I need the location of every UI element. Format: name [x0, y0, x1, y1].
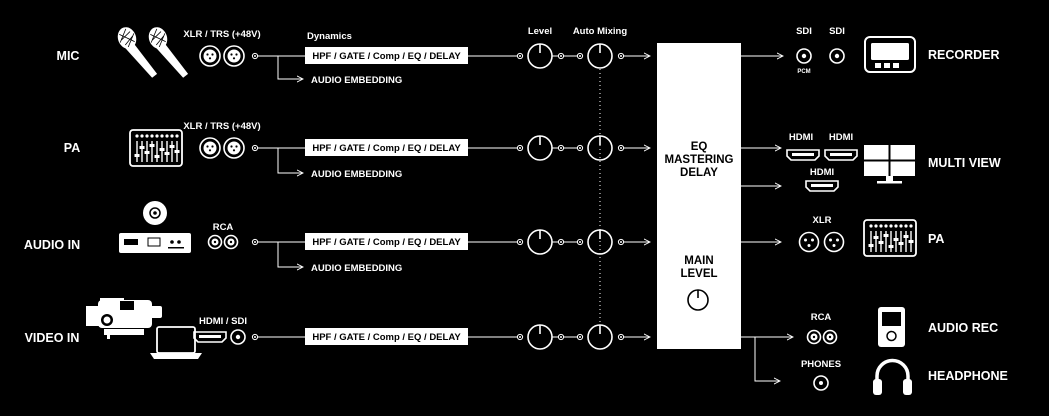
input-label-video-in: VIDEO IN [25, 331, 80, 345]
monitor-icon [864, 145, 915, 184]
connector-label-mic: XLR / TRS (+48V) [183, 29, 260, 40]
cd-player-icon [119, 233, 191, 253]
main-level-knob-icon [687, 289, 709, 311]
output-rca-label: RCA [811, 312, 832, 323]
input-label-audio-in: AUDIO IN [24, 238, 80, 252]
channel-strip-audio-in: HPF / GATE / Comp / EQ / DELAY AUDIO EMB… [251, 229, 650, 274]
rca-jack-icon [822, 329, 838, 345]
sdi-port-icon [796, 48, 812, 64]
channel-strip-mic: HPF / GATE / Comp / EQ / DELAY AUDIO EMB… [251, 43, 650, 86]
center-eq-label: EQ [691, 141, 708, 153]
device-label-pa: PA [928, 232, 944, 246]
headphone-icon [873, 358, 912, 395]
device-label-audio-rec: AUDIO REC [928, 321, 998, 335]
output-hdmi-label-c: HDMI [810, 167, 834, 178]
dsp-chain-label: HPF / GATE / Comp / EQ / DELAY [312, 237, 461, 248]
center-delay-label: DELAY [680, 167, 718, 179]
xlr-connector-icon [798, 231, 820, 253]
output-xlr-label: XLR [813, 215, 832, 226]
input-label-pa: PA [64, 141, 80, 155]
device-label-multi-view: MULTI VIEW [928, 156, 1001, 170]
knob-icon [587, 324, 613, 350]
main-level-label-1: MAIN [684, 255, 713, 267]
embedding-label: AUDIO EMBEDDING [311, 263, 402, 274]
hdmi-port-icon [824, 149, 858, 161]
mixer-icon [129, 129, 183, 167]
main-level-label-2: LEVEL [680, 268, 717, 280]
recorder-icon [864, 36, 916, 73]
pcm-label: PCM [797, 69, 810, 75]
dsp-chain-box [305, 233, 468, 250]
xlr-trs-jack-icon [223, 45, 245, 67]
header-dynamics: Dynamics [307, 31, 352, 42]
dsp-chain-box [305, 139, 468, 156]
xlr-trs-jack-icon [223, 137, 245, 159]
center-mastering-label: MASTERING [665, 154, 734, 166]
channel-strip-pa: HPF / GATE / Comp / EQ / DELAY AUDIO EMB… [251, 135, 650, 180]
knob-icon [527, 43, 553, 69]
output-sdi-label-b: SDI [829, 26, 845, 37]
embedding-label: AUDIO EMBEDDING [311, 169, 402, 180]
dsp-chain-box [305, 328, 468, 345]
connector-label-audio-in: RCA [213, 222, 234, 233]
output-hdmi-label-b: HDMI [829, 132, 853, 143]
knob-icon [527, 135, 553, 161]
dsp-chain-label: HPF / GATE / Comp / EQ / DELAY [312, 51, 461, 62]
rca-jack-icon [207, 234, 223, 250]
hdmi-port-icon [805, 180, 839, 192]
master-processing-block [657, 43, 741, 349]
knob-icon [587, 135, 613, 161]
dsp-chain-label: HPF / GATE / Comp / EQ / DELAY [312, 332, 461, 343]
xlr-trs-jack-icon [199, 45, 221, 67]
dsp-chain-label: HPF / GATE / Comp / EQ / DELAY [312, 143, 461, 154]
xlr-connector-icon [823, 231, 845, 253]
hdmi-port-icon [786, 149, 820, 161]
input-label-mic: MIC [57, 49, 80, 63]
knob-icon [587, 43, 613, 69]
audio-recorder-icon [878, 307, 905, 347]
connector-label-video-in: HDMI / SDI [199, 316, 247, 327]
hdmi-port-icon [193, 331, 227, 343]
connector-label-pa: XLR / TRS (+48V) [183, 121, 260, 132]
header-auto-mixing: Auto Mixing [573, 26, 628, 37]
xlr-trs-jack-icon [199, 137, 221, 159]
dsp-chain-box [305, 47, 468, 64]
phone-jack-icon [813, 375, 829, 391]
embedding-label: AUDIO EMBEDDING [311, 75, 402, 86]
microphone-icon [114, 21, 190, 85]
header-level: Level [528, 26, 552, 37]
output-hdmi-label-a: HDMI [789, 132, 813, 143]
camcorder-icon [86, 298, 162, 339]
rca-jack-icon [223, 234, 239, 250]
sdi-port-icon [829, 48, 845, 64]
knob-icon [527, 324, 553, 350]
device-label-headphone: HEADPHONE [928, 369, 1008, 383]
cd-icon [143, 201, 167, 225]
output-sdi-label-a: SDI [796, 26, 812, 37]
device-label-recorder: RECORDER [928, 48, 1000, 62]
knob-icon [527, 229, 553, 255]
channel-strip-video-in: HPF / GATE / Comp / EQ / DELAY [251, 324, 650, 350]
rca-jack-icon [806, 329, 822, 345]
sdi-port-icon [230, 329, 246, 345]
output-phones-label: PHONES [801, 359, 841, 370]
mixer-icon [863, 219, 917, 257]
